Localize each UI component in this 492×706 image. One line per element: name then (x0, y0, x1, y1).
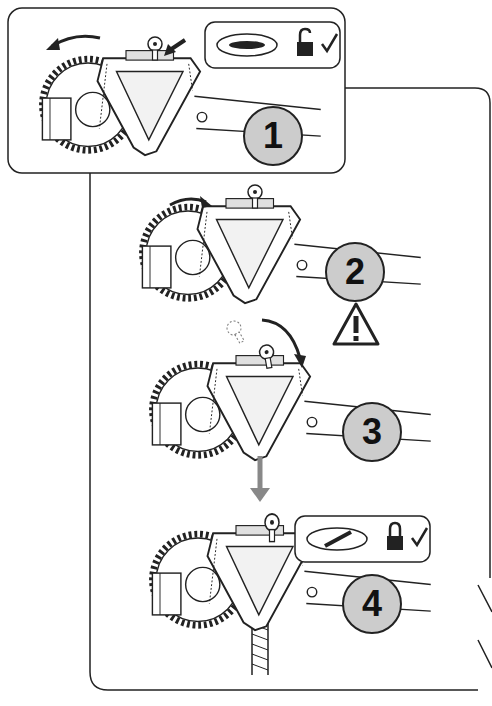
warning-sign (334, 304, 378, 344)
key (259, 344, 277, 369)
callout-circle: 4 (342, 574, 402, 634)
arrow-head (46, 38, 60, 50)
turn-arrow (170, 199, 206, 205)
key (265, 514, 279, 542)
key (148, 37, 162, 60)
callout-number: 4 (362, 586, 382, 622)
turn-arrow (52, 36, 100, 46)
arrow-head (250, 488, 270, 502)
pull-arrow (258, 456, 263, 490)
key (248, 185, 262, 208)
warning-mark (354, 336, 359, 341)
strap-texture (252, 624, 268, 670)
key-ghost (224, 319, 248, 346)
callout-number: 3 (362, 414, 382, 450)
turn-arrow (262, 320, 300, 358)
callout-number: 2 (345, 254, 365, 290)
callout-number: 1 (263, 118, 283, 154)
lock-inset (295, 516, 430, 562)
frame-break (478, 585, 492, 668)
step-inset (8, 8, 345, 173)
frame (90, 172, 478, 690)
ratchet-device (142, 199, 420, 304)
arrow-head (164, 44, 176, 56)
unlock-inset (205, 22, 340, 68)
warning-mark (354, 316, 359, 333)
arrow-head (294, 354, 306, 368)
callout-circle: 2 (325, 242, 385, 302)
callout-circle: 3 (342, 402, 402, 462)
arrow-head (200, 196, 212, 208)
callout-circle: 1 (243, 106, 303, 166)
